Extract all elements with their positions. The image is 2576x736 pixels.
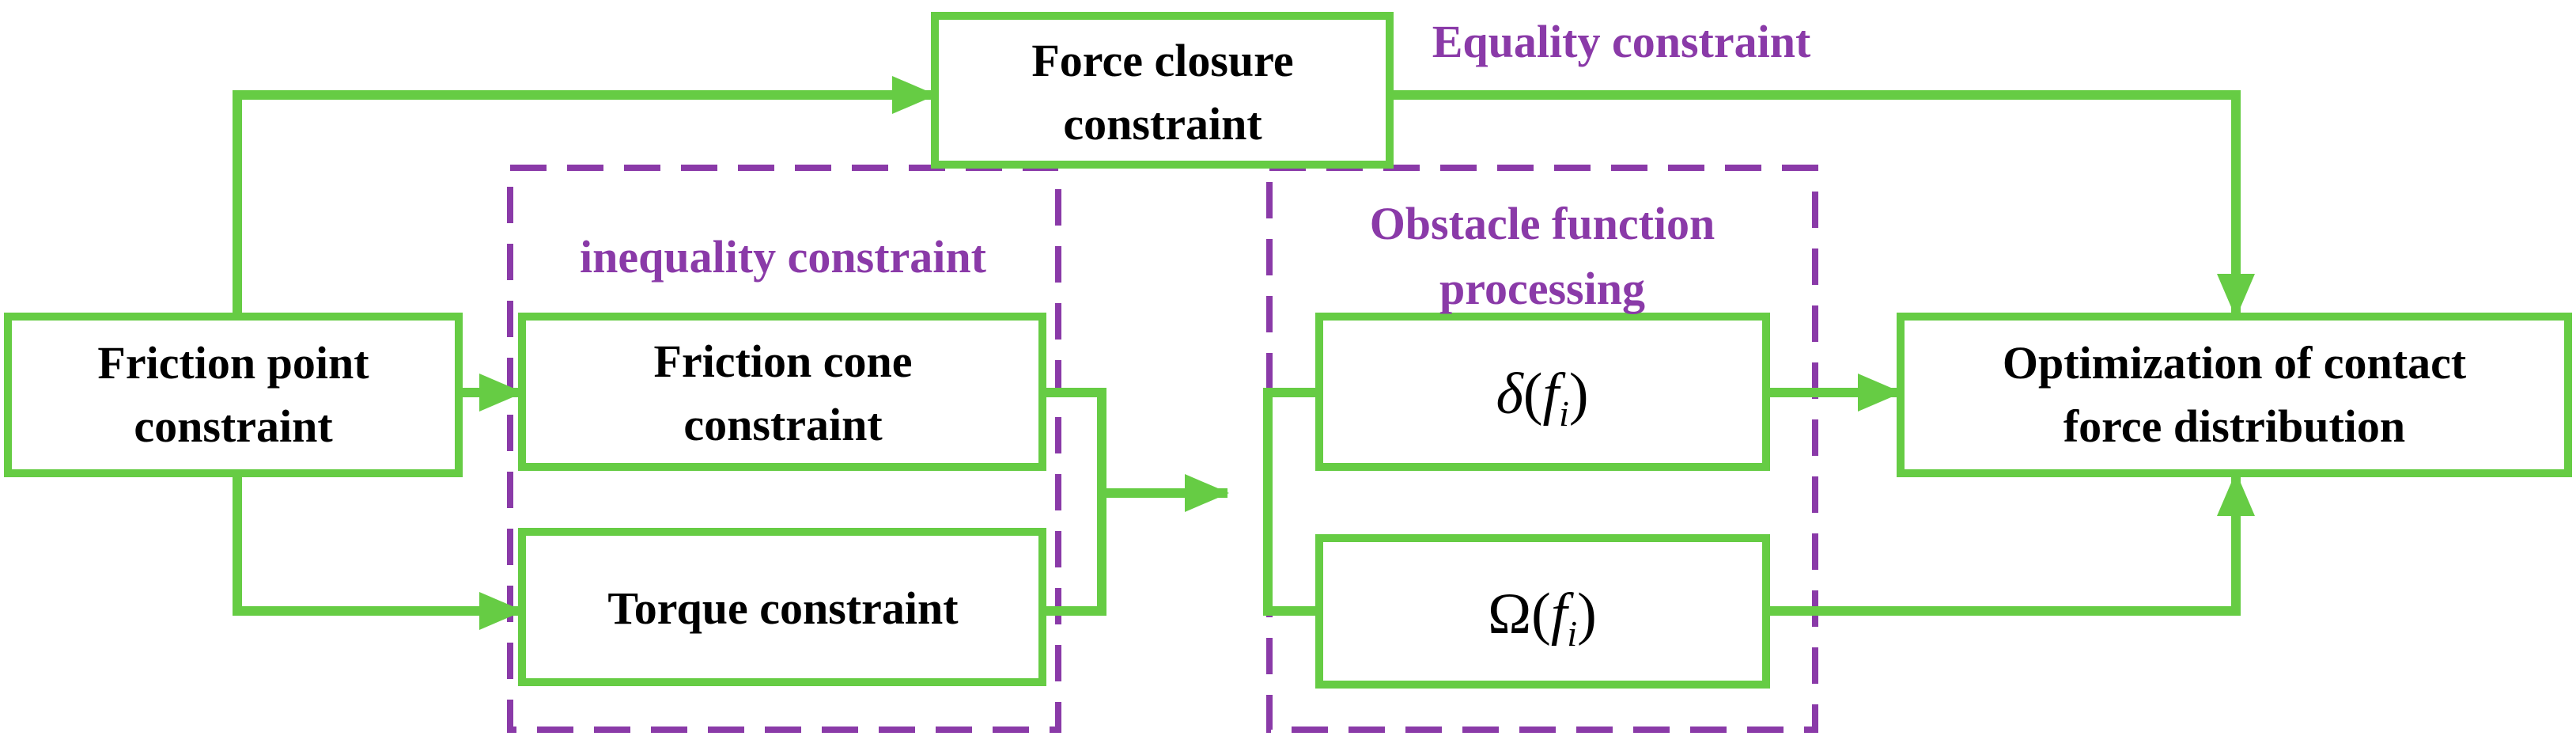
- delta-open-paren: (: [1523, 362, 1543, 427]
- friction-cone-label-2: constraint: [683, 399, 883, 450]
- arrow-omega-to-optimization: [1766, 472, 2255, 616]
- obstacle-group-box: [1266, 165, 1818, 733]
- delta-symbol: δ: [1496, 362, 1524, 427]
- obstacle-function-label-1: Obstacle function: [1370, 198, 1715, 249]
- omega-expression: Ω(fi): [1488, 582, 1597, 654]
- optimization-label-2: force distribution: [2063, 400, 2405, 452]
- omega-open-paren: (: [1531, 582, 1551, 647]
- omega-symbol: Ω: [1488, 582, 1531, 647]
- force-closure-label-2: constraint: [1063, 98, 1262, 150]
- torque-box: [518, 528, 1046, 686]
- optimization-label-1: Optimization of contact: [2003, 337, 2467, 389]
- arrow-force-closure-to-optimization: [1390, 90, 2255, 318]
- connector-obstacle-bracket: [1263, 388, 1319, 616]
- inequality-group-box: [507, 165, 1061, 733]
- delta-close-paren: ): [1569, 362, 1589, 427]
- equality-constraint-label: Equality constraint: [1432, 16, 1811, 67]
- friction-point-label-1: Friction point: [97, 337, 369, 389]
- friction-point-label-2: constraint: [134, 400, 333, 452]
- omega-box: [1315, 534, 1770, 689]
- arrow-friction-point-to-force-closure: [233, 76, 936, 317]
- force-closure-label-1: Force closure: [1031, 35, 1293, 86]
- connector-friction-cone-merge: [1042, 388, 1106, 616]
- friction-cone-box: [518, 313, 1046, 471]
- obstacle-function-label-2: processing: [1439, 263, 1645, 314]
- friction-point-box: [4, 313, 463, 477]
- optimization-box: [1897, 313, 2572, 477]
- delta-expression: δ(fi): [1496, 362, 1588, 434]
- omega-close-paren: ): [1577, 582, 1597, 647]
- delta-subscript: i: [1559, 393, 1569, 434]
- friction-cone-label-1: Friction cone: [654, 336, 913, 387]
- inequality-constraint-label: inequality constraint: [580, 231, 987, 283]
- force-closure-box: [931, 12, 1394, 169]
- delta-box: [1315, 313, 1770, 471]
- omega-subscript: i: [1567, 613, 1577, 654]
- arrow-friction-point-to-torque: [233, 473, 524, 630]
- torque-label: Torque constraint: [607, 582, 959, 634]
